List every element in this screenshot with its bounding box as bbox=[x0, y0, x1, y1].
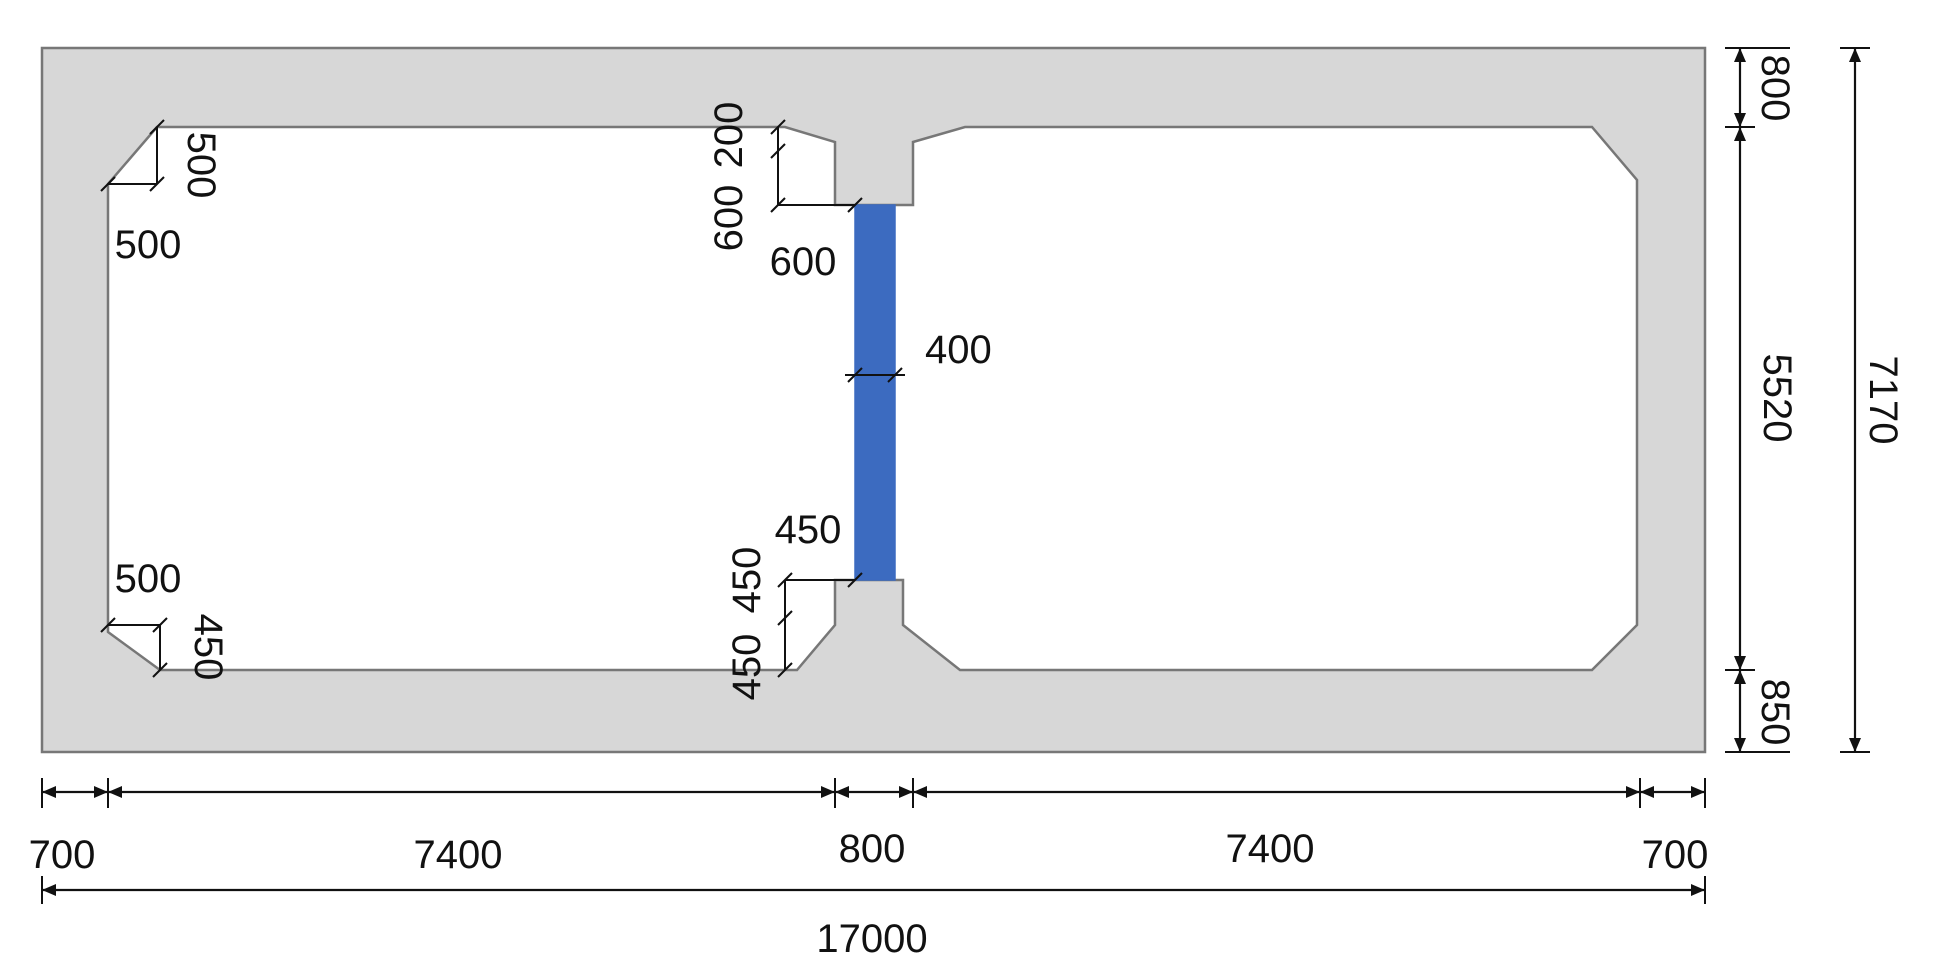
dim-right-cell: 7400 bbox=[1226, 827, 1315, 871]
dim-left-top-haunch-v: 500 bbox=[179, 132, 223, 199]
dim-top-slab: 800 bbox=[1753, 55, 1797, 122]
dim-bottom-mid-haunch-b: 450 bbox=[725, 634, 769, 701]
intermediate-web bbox=[854, 204, 896, 581]
bottom-dimension-labels: 700 7400 800 7400 700 17000 bbox=[29, 827, 1709, 961]
dim-mid-wall: 800 bbox=[839, 827, 906, 871]
dim-overall-height: 7170 bbox=[1861, 356, 1905, 445]
concrete-section bbox=[40, 46, 1707, 754]
dim-left-wall: 700 bbox=[29, 833, 96, 877]
haunch-callout-lines bbox=[100, 119, 905, 678]
bottom-dimension-lines bbox=[41, 778, 1706, 904]
dim-left-top-haunch-h: 500 bbox=[115, 223, 182, 267]
dim-top-mid-haunch-b: 600 bbox=[707, 185, 751, 252]
dim-left-bottom-haunch-h: 500 bbox=[115, 557, 182, 601]
dim-bottom-mid-haunch-h: 450 bbox=[775, 508, 842, 552]
dim-top-mid-haunch-h: 600 bbox=[770, 240, 837, 284]
dim-bottom-mid-haunch-a: 450 bbox=[725, 547, 769, 614]
dim-cell-height: 5520 bbox=[1755, 354, 1799, 443]
dim-left-bottom-haunch-v: 450 bbox=[186, 614, 230, 681]
dim-top-mid-haunch-a: 200 bbox=[707, 102, 751, 169]
dim-web-thickness: 400 bbox=[925, 328, 992, 372]
right-dimension-lines bbox=[1725, 47, 1870, 753]
dim-right-wall: 700 bbox=[1642, 833, 1709, 877]
haunch-callout-labels: 500 500 500 450 200 600 600 400 450 450 … bbox=[115, 102, 992, 701]
right-dimension-labels: 800 5520 850 7170 bbox=[1753, 55, 1905, 746]
dim-bottom-slab: 850 bbox=[1753, 679, 1797, 746]
dim-left-cell: 7400 bbox=[414, 833, 503, 877]
dim-overall-width: 17000 bbox=[816, 917, 927, 961]
